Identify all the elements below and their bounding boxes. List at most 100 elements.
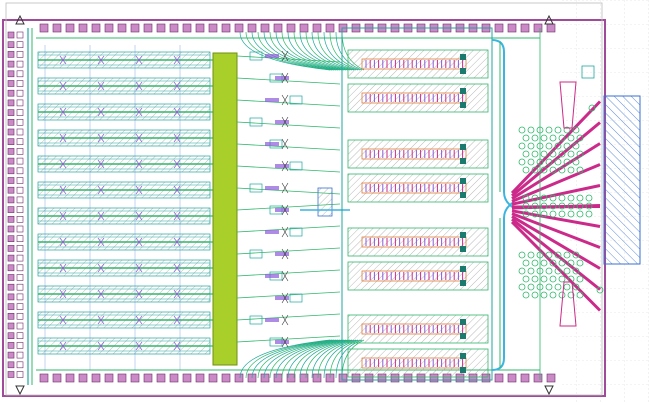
fanout-stripe xyxy=(511,121,601,197)
bond-pad xyxy=(91,373,101,383)
fanout-stripe xyxy=(511,215,601,270)
bond-pad xyxy=(16,157,24,165)
via-circle xyxy=(563,126,571,134)
fan-trace xyxy=(239,339,331,379)
grating-coupler-pad xyxy=(603,95,641,265)
module-block xyxy=(347,314,489,344)
via-circle xyxy=(531,134,539,142)
transistor-glyph xyxy=(135,341,143,351)
transistor-glyph xyxy=(135,289,143,299)
via-circle xyxy=(527,126,535,134)
via-circle xyxy=(527,283,535,291)
transistor-glyph xyxy=(59,107,67,117)
bond-pad xyxy=(156,373,166,383)
via-circle xyxy=(567,291,575,299)
bond-pad xyxy=(16,186,24,194)
bond-pad xyxy=(16,293,24,301)
via-circle xyxy=(567,202,575,210)
bond-pad xyxy=(312,373,322,383)
bond-pad xyxy=(7,167,15,175)
device-cell xyxy=(249,51,263,61)
route-trace xyxy=(236,99,341,107)
via-circle xyxy=(549,275,557,283)
fan-trace xyxy=(287,339,347,379)
bond-pad xyxy=(7,70,15,78)
bond-pad xyxy=(208,23,218,33)
transistor-glyph xyxy=(135,263,143,273)
via-circle xyxy=(567,194,575,202)
bond-pad xyxy=(52,373,62,383)
module-contact xyxy=(460,266,466,272)
bond-pad xyxy=(7,177,15,184)
left-bond-pad-column xyxy=(7,28,33,385)
fan-trace xyxy=(275,31,343,71)
via-circle xyxy=(567,166,575,174)
bond-pad xyxy=(273,23,283,33)
fan-trace xyxy=(299,339,351,379)
module-contact xyxy=(460,102,466,108)
transistor-glyph xyxy=(97,315,105,325)
via-circle xyxy=(522,166,530,174)
cross-glyph xyxy=(281,336,289,348)
transistor-glyph xyxy=(135,237,143,247)
route-trace xyxy=(236,247,341,255)
via-circle xyxy=(558,150,566,158)
device-gate xyxy=(275,252,289,256)
bond-pad xyxy=(169,23,179,33)
via-circle xyxy=(549,166,557,174)
fan-trace xyxy=(287,31,347,71)
transistor-glyph xyxy=(59,289,67,299)
via-circle xyxy=(585,210,593,218)
bond-pad xyxy=(16,254,24,262)
via-circle xyxy=(558,202,566,210)
bond-pad xyxy=(16,361,24,369)
fan-trace xyxy=(263,31,339,71)
via-circle xyxy=(576,166,584,174)
bond-pad xyxy=(494,23,504,33)
bond-pad xyxy=(7,342,15,349)
via-circle xyxy=(531,194,539,202)
module-core xyxy=(361,270,467,282)
via-circle xyxy=(572,267,580,275)
via-circle xyxy=(576,150,584,158)
module-core xyxy=(361,323,467,335)
bond-pad xyxy=(546,373,556,383)
left-channel-array xyxy=(37,45,213,370)
via-circle xyxy=(531,202,539,210)
via-circle xyxy=(549,210,557,218)
bond-pad xyxy=(16,51,24,58)
bond-pad xyxy=(16,351,24,359)
via-circle xyxy=(518,158,526,166)
bond-pad xyxy=(16,80,24,87)
bond-pad xyxy=(16,177,24,184)
via-circle xyxy=(540,210,548,218)
alignment-mark-top-right-icon xyxy=(544,14,554,25)
fan-trace xyxy=(251,339,335,379)
via-circle xyxy=(558,275,566,283)
route-trace xyxy=(236,121,341,129)
bond-pad xyxy=(7,235,15,242)
transistor-glyph xyxy=(59,81,67,91)
cross-glyph xyxy=(281,116,289,128)
device-cell xyxy=(289,161,303,171)
bond-pad xyxy=(16,99,24,107)
transistor-glyph xyxy=(97,237,105,247)
via-circle xyxy=(522,150,530,158)
via-circle xyxy=(558,134,566,142)
device-cell xyxy=(289,227,303,237)
via-circle xyxy=(554,126,562,134)
center-module-array xyxy=(341,27,493,381)
bond-pad xyxy=(312,23,322,33)
fan-trace xyxy=(239,31,331,71)
bond-pad xyxy=(16,225,24,233)
transistor-glyph xyxy=(97,289,105,299)
bond-pad xyxy=(7,138,15,145)
via-circle xyxy=(527,158,535,166)
bond-pad xyxy=(286,23,296,33)
cross-glyph xyxy=(281,50,289,62)
via-circle xyxy=(545,126,553,134)
bond-pad xyxy=(16,148,24,155)
via-circle xyxy=(558,210,566,218)
bond-pad xyxy=(7,128,15,136)
module-contact xyxy=(460,88,466,94)
